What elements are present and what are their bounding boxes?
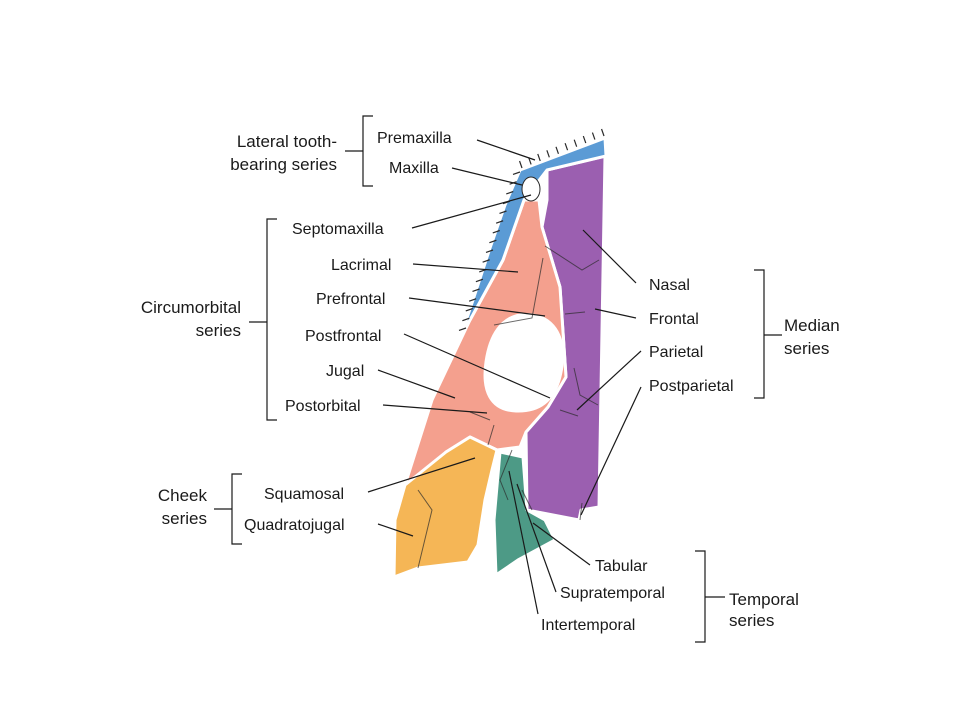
tooth — [462, 317, 470, 322]
tooth — [485, 249, 494, 254]
label-prefrontal: Prefrontal — [316, 291, 385, 308]
group-median-line1: Median — [784, 316, 840, 335]
tooth — [573, 139, 578, 147]
teeth-row — [458, 128, 605, 332]
tooth — [468, 298, 477, 302]
tooth — [499, 210, 507, 215]
label-frontal: Frontal — [649, 311, 699, 328]
group-cheek-line2: series — [162, 509, 207, 528]
tooth-bearing-series-region — [460, 136, 608, 335]
tooth — [492, 229, 500, 234]
cheek-series-region — [392, 435, 499, 579]
group-circumorbital-line1: Circumorbital — [141, 298, 241, 317]
group-circumorbital-line2: series — [196, 321, 241, 340]
tooth — [506, 190, 514, 195]
group-temporal-line2: series — [729, 611, 774, 630]
tooth — [512, 171, 521, 176]
label-postparietal: Postparietal — [649, 378, 734, 395]
tooth — [472, 288, 480, 293]
tooth — [528, 157, 532, 165]
temporal-series-region — [492, 450, 557, 577]
tooth — [591, 132, 596, 140]
label-septomaxilla: Septomaxilla — [292, 221, 384, 238]
septomaxilla-bone — [521, 176, 541, 202]
tooth — [546, 150, 550, 158]
group-lateral-line1: Lateral tooth- — [237, 132, 337, 151]
label-intertemporal: Intertemporal — [541, 617, 635, 634]
label-postorbital: Postorbital — [285, 398, 361, 415]
group-brackets — [214, 115, 782, 643]
group-cheek-line1: Cheek — [158, 486, 208, 505]
label-parietal: Parietal — [649, 344, 703, 361]
suture-lines — [417, 245, 600, 569]
label-quadratojugal: Quadratojugal — [244, 517, 345, 534]
tooth — [495, 220, 504, 224]
tooth — [489, 239, 497, 244]
tooth — [518, 160, 523, 169]
label-jugal: Jugal — [326, 363, 364, 380]
group-temporal-line1: Temporal — [729, 590, 799, 609]
label-supratemporal: Supratemporal — [560, 585, 665, 602]
tooth — [482, 259, 490, 263]
tooth — [564, 143, 569, 151]
tooth — [465, 307, 473, 312]
label-squamosal: Squamosal — [264, 486, 344, 503]
tooth — [582, 135, 587, 144]
label-lacrimal: Lacrimal — [331, 257, 391, 274]
tooth — [555, 146, 560, 154]
label-premaxilla: Premaxilla — [377, 130, 452, 147]
label-tabular: Tabular — [595, 558, 648, 575]
leader-lines — [367, 139, 642, 615]
tooth — [458, 327, 467, 332]
tooth — [600, 128, 605, 137]
tooth — [537, 153, 541, 162]
label-postfrontal: Postfrontal — [305, 328, 381, 345]
label-maxilla: Maxilla — [389, 160, 439, 177]
orbit-opening — [483, 313, 565, 413]
group-median-line2: series — [784, 339, 829, 358]
label-nasal: Nasal — [649, 277, 690, 294]
group-lateral-line2: bearing series — [230, 155, 337, 174]
tooth — [475, 278, 484, 283]
